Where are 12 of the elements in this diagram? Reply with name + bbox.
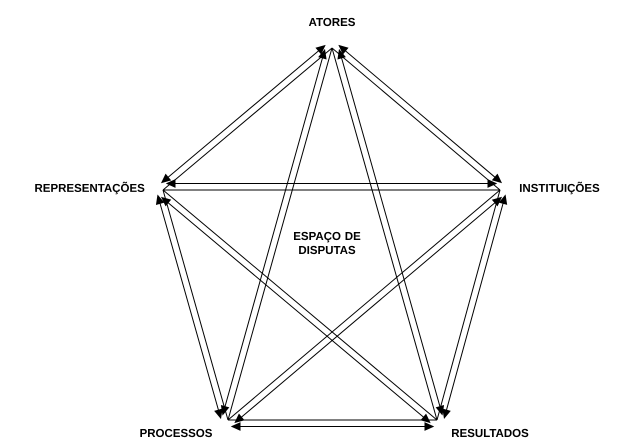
arrow (232, 422, 434, 431)
arrow (442, 195, 508, 418)
center-label: ESPAÇO DE DISPUTAS (294, 232, 360, 254)
arrow (166, 179, 496, 188)
connector-line (162, 190, 228, 420)
node-label: RESULTADOS (452, 428, 528, 438)
node-label: INSTITUIÇÕES (520, 182, 600, 194)
node-label: PROCESSOS (140, 428, 212, 438)
node-label: REPRESENTAÇÕES (35, 182, 144, 194)
node-label: ATORES (308, 18, 355, 26)
connector-line (436, 190, 500, 420)
arrow (156, 195, 222, 418)
